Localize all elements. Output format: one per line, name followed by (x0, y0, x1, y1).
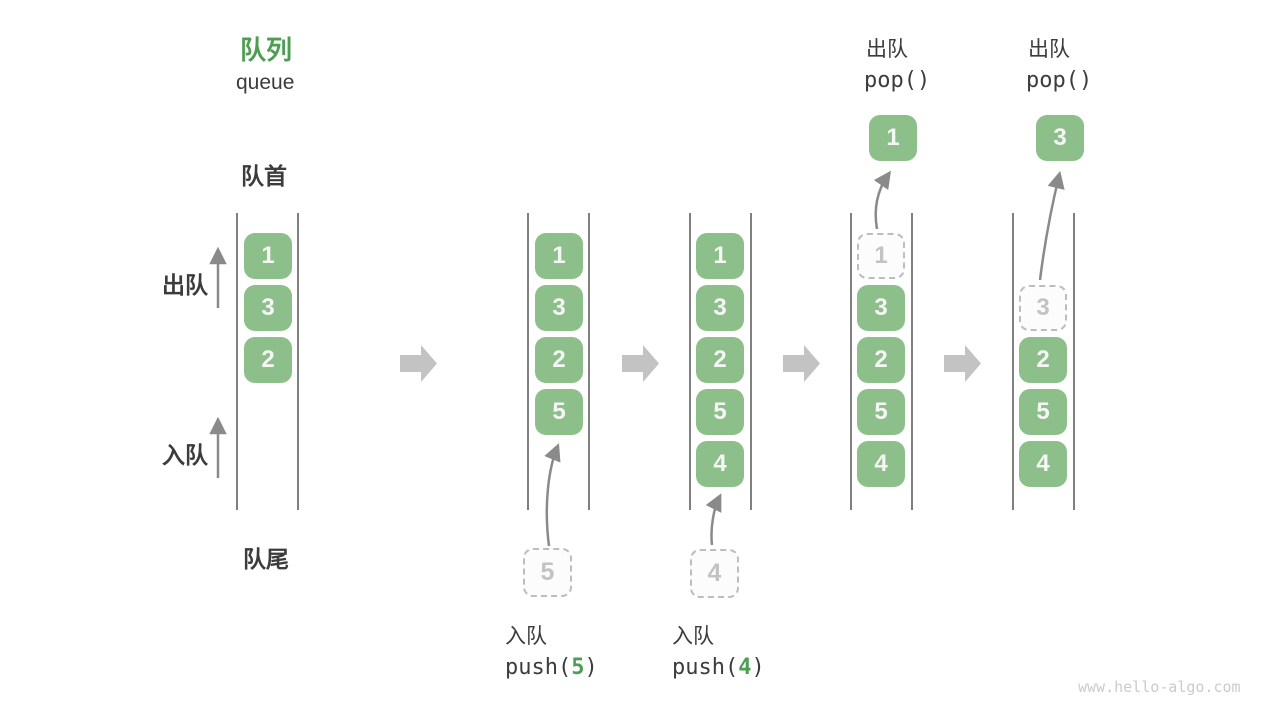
transition-arrow-icon (400, 345, 437, 382)
queue-item-box: 4 (1019, 441, 1067, 487)
enqueue-op-label: 入队 (672, 625, 714, 648)
diagram-title-zh: 队列 (240, 35, 293, 65)
queue-item-box: 2 (244, 337, 292, 383)
queue-item-box: 1 (696, 233, 744, 279)
pop-arrow-icon (1038, 170, 1065, 281)
staged-box: 4 (690, 549, 739, 598)
push-arg-text: 5 (571, 655, 585, 680)
popped-box: 1 (869, 115, 917, 161)
queue-item-box: 2 (696, 337, 744, 383)
watermark: www.hello-algo.com (1078, 678, 1241, 696)
queue-item-box: 5 (1019, 389, 1067, 435)
push-close-text: ) (751, 655, 765, 680)
queue-front-label: 队首 (241, 163, 287, 189)
queue-item-box: 4 (857, 441, 905, 487)
push-fn-text: push( (672, 655, 739, 680)
queue-item-box: 2 (1019, 337, 1067, 383)
queue-item-box: 4 (696, 441, 744, 487)
push-arrow-icon (705, 493, 722, 546)
transition-arrow-icon (622, 345, 659, 382)
queue-item-box: 5 (535, 389, 583, 435)
push-fn-text: push( (505, 655, 572, 680)
queue-item-box: 3 (244, 285, 292, 331)
queue-item-box: 1 (244, 233, 292, 279)
queue-item-box: 5 (857, 389, 905, 435)
queue-item-box: 1 (535, 233, 583, 279)
transition-arrow-icon (783, 345, 820, 382)
dequeue-op-label: 出队 (866, 38, 908, 61)
enqueue-op-label: 入队 (505, 625, 547, 648)
queue-rear-label: 队尾 (243, 546, 289, 572)
queue-item-box: 3 (857, 285, 905, 331)
staged-box: 5 (523, 548, 572, 597)
ghost-box: 3 (1019, 285, 1067, 331)
queue-item-box: 2 (857, 337, 905, 383)
queue-item-box: 2 (535, 337, 583, 383)
popped-box: 3 (1036, 115, 1084, 161)
ghost-box: 1 (857, 233, 905, 279)
push-arrow-icon (544, 443, 561, 547)
pop-call-text: pop() (864, 68, 931, 93)
transition-arrow-icon (944, 345, 981, 382)
queue-walls (236, 213, 1075, 510)
push-call-text: push(4) (672, 655, 765, 680)
push-close-text: ) (584, 655, 598, 680)
queue-item-box: 5 (696, 389, 744, 435)
pop-arrow-icon (873, 170, 891, 230)
push-call-text: push(5) (505, 655, 598, 680)
diagram-title-en: queue (236, 71, 295, 94)
queue-item-box: 3 (696, 285, 744, 331)
pop-call-text: pop() (1026, 68, 1093, 93)
queue-item-box: 3 (535, 285, 583, 331)
state-transition-arrows (400, 345, 981, 382)
push-arg-text: 4 (738, 655, 752, 680)
enqueue-legend-label: 入队 (162, 442, 208, 468)
dequeue-op-label: 出队 (1028, 38, 1070, 61)
dequeue-legend-label: 出队 (162, 272, 208, 298)
